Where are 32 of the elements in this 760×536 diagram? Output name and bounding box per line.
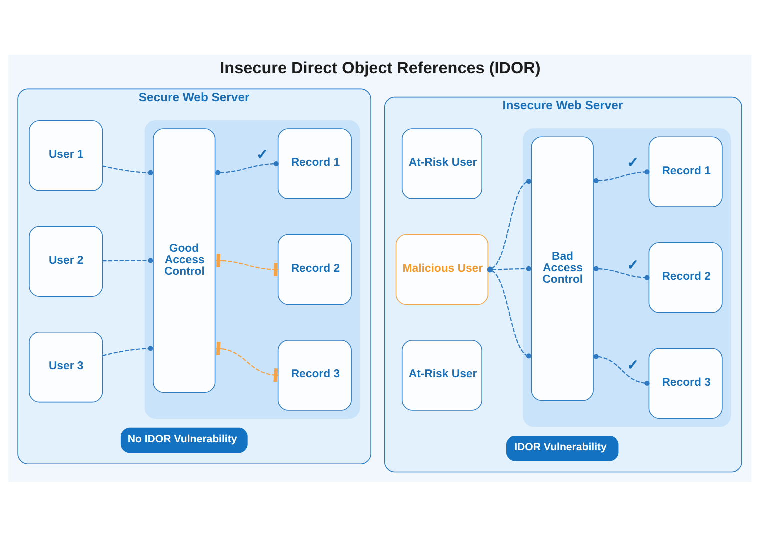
node-box: Record 1	[648, 136, 723, 207]
connector	[216, 161, 279, 175]
diagram-title: Insecure Direct Object References (IDOR)	[220, 59, 541, 78]
edge-label: ✓	[627, 358, 640, 374]
cluster	[144, 120, 360, 418]
connector	[216, 342, 278, 382]
node-box: At-Risk User	[402, 128, 482, 199]
node-box: Good Access Control	[153, 128, 216, 392]
edge-label: ✓	[256, 146, 270, 163]
node-box: User 1	[29, 120, 104, 191]
cluster	[523, 128, 731, 427]
node-box: User 2	[29, 226, 104, 296]
edge-label: ✓	[627, 155, 640, 172]
node-box: Record 3	[648, 348, 723, 418]
connector	[594, 169, 650, 184]
node-box: User 3	[29, 331, 104, 402]
node-box: No IDOR Vulnerability	[120, 427, 248, 453]
connector	[102, 258, 154, 263]
node-box: IDOR Vulnerability	[506, 436, 619, 461]
node-box: Malicious User	[396, 234, 489, 305]
connector	[216, 254, 278, 276]
connector	[102, 165, 154, 175]
node-box: Record 2	[278, 234, 352, 305]
connector	[102, 346, 154, 356]
edge-label: ✓	[627, 258, 640, 274]
connector	[594, 266, 650, 280]
node-box: Bad Access Control	[531, 136, 594, 401]
node-box: At-Risk User	[402, 340, 482, 410]
node-box: Record 1	[278, 128, 352, 199]
node-box: Record 2	[648, 242, 723, 313]
node-box: Record 3	[278, 340, 352, 410]
connector	[594, 354, 650, 386]
